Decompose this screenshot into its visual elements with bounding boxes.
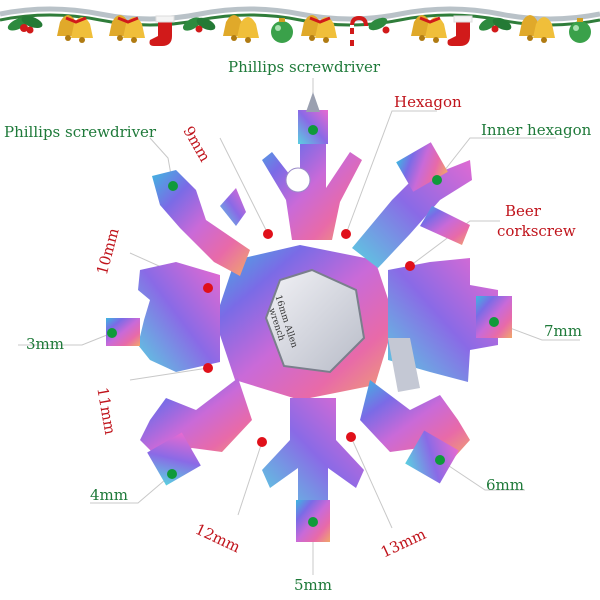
dot-6mm bbox=[435, 455, 445, 465]
dot-11mm bbox=[203, 363, 213, 373]
green-dots bbox=[107, 125, 499, 527]
dot-9mm bbox=[263, 229, 273, 239]
bell-icon bbox=[223, 15, 259, 43]
dot-5mm bbox=[308, 517, 318, 527]
label-5mm: 5mm bbox=[294, 576, 332, 594]
hex-wrench-center bbox=[264, 268, 366, 374]
label-7mm: 7mm bbox=[544, 322, 582, 340]
dot-7mm bbox=[489, 317, 499, 327]
label-6mm: 6mm bbox=[486, 476, 524, 494]
dot-12mm bbox=[257, 437, 267, 447]
dot-3mm bbox=[107, 328, 117, 338]
bell-icon bbox=[57, 15, 93, 43]
candy-cane-icon bbox=[350, 15, 368, 46]
label-phillips-left: Phillips screwdriver bbox=[4, 123, 157, 141]
dot-hexagon bbox=[341, 229, 351, 239]
bell-icon bbox=[109, 15, 145, 43]
dot-phillips-left bbox=[168, 181, 178, 191]
bell-icon bbox=[519, 15, 555, 43]
dot-4mm bbox=[167, 469, 177, 479]
holly-icon bbox=[478, 17, 512, 33]
bell-icon bbox=[301, 15, 337, 43]
dot-13mm bbox=[346, 432, 356, 442]
label-inner-hexagon: Inner hexagon bbox=[481, 121, 592, 139]
christmas-banner bbox=[0, 6, 600, 46]
label-corkscrew: corkscrew bbox=[497, 222, 576, 240]
ornament-icon bbox=[271, 18, 293, 43]
bell-icon bbox=[411, 15, 447, 43]
holly-icon bbox=[368, 17, 390, 34]
red-dots bbox=[203, 229, 415, 447]
holly-icon bbox=[182, 17, 216, 33]
label-4mm: 4mm bbox=[90, 486, 128, 504]
ornament-icon bbox=[569, 18, 591, 43]
dot-10mm bbox=[203, 283, 213, 293]
dot-inner-hex bbox=[432, 175, 442, 185]
label-phillips-top: Phillips screwdriver bbox=[228, 58, 381, 76]
stocking-icon bbox=[149, 15, 175, 46]
dot-beer bbox=[405, 261, 415, 271]
holly-icon bbox=[7, 15, 43, 34]
label-3mm: 3mm bbox=[26, 335, 64, 353]
dot-phillips-top bbox=[308, 125, 318, 135]
label-hexagon: Hexagon bbox=[394, 93, 462, 111]
label-beer: Beer bbox=[505, 202, 541, 220]
stocking-icon bbox=[447, 15, 473, 46]
